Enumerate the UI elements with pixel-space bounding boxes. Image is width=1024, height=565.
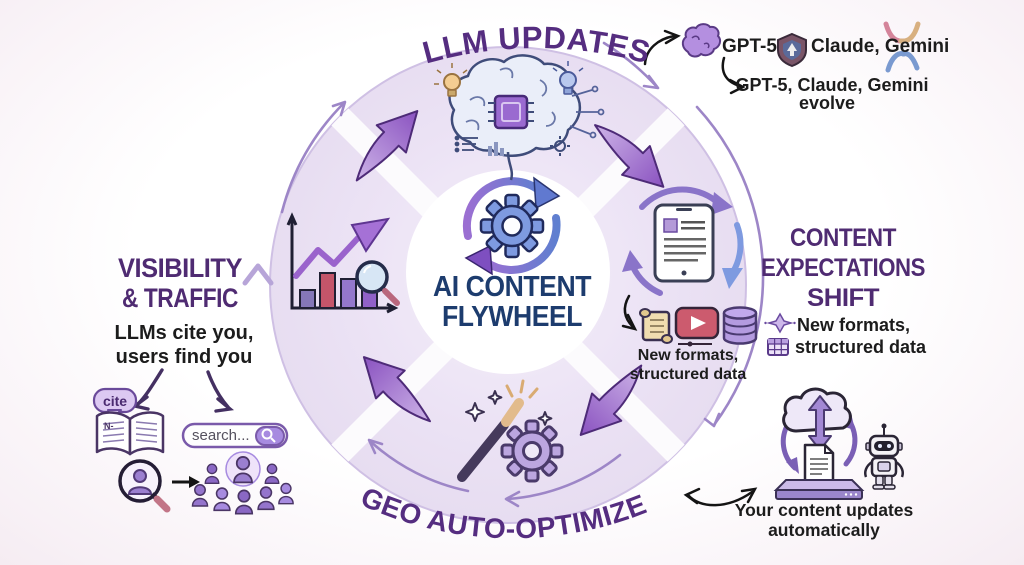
models-suffix: Claude, Gemini xyxy=(811,36,949,57)
flow-arrow-sw xyxy=(579,364,643,436)
chevron-up-icon xyxy=(242,263,274,286)
magic-wand-icon xyxy=(457,379,539,482)
video-icon xyxy=(674,306,720,347)
search-text: search... xyxy=(192,427,250,444)
brain-stem xyxy=(506,151,514,181)
robot-icon xyxy=(864,423,904,490)
outer-arc-arrows xyxy=(242,41,765,508)
visibility-note-line1: LLMs cite you, xyxy=(115,322,254,344)
scroll-icon xyxy=(639,308,673,344)
formats-note-line2: structured data xyxy=(630,366,747,383)
visibility-title-line1: VISIBILITY xyxy=(118,253,242,283)
crowd-icon xyxy=(191,451,294,515)
evolve-line2: evolve xyxy=(799,93,855,113)
cloud-sync-icon xyxy=(782,387,852,451)
arrow-right-icon xyxy=(172,476,200,488)
mini-gear-icon xyxy=(550,136,570,156)
search-bar xyxy=(181,422,289,449)
document-server-icon xyxy=(773,443,865,500)
table-bullet-icon xyxy=(767,338,789,356)
visibility-panel xyxy=(92,368,294,515)
shift-bullet2: structured data xyxy=(795,337,927,357)
auto-optimize-icon xyxy=(457,379,564,483)
sparkle-icons xyxy=(465,390,553,426)
list-doodle-icon xyxy=(454,135,478,153)
visibility-note-line2: users find you xyxy=(116,346,253,368)
visibility-title-line2: & TRAFFIC xyxy=(122,283,238,313)
auto-update-icon xyxy=(683,387,904,507)
open-book-icon xyxy=(95,411,165,456)
auto-update-line2: automatically xyxy=(768,520,880,540)
formats-note-line1: New formats, xyxy=(638,347,738,364)
sync-arrow-icon xyxy=(808,395,832,451)
circuit-traces xyxy=(569,85,605,139)
shift-title-line1: CONTENT xyxy=(790,224,896,252)
diamond-bullet-icon xyxy=(766,312,794,334)
models-prefix: GPT-5, xyxy=(722,36,782,57)
cite-label: cite xyxy=(103,393,127,409)
trend-arrow xyxy=(350,217,391,253)
growth-chart-icon xyxy=(286,212,400,314)
gear-icon-bottom xyxy=(500,419,564,483)
chip-icon xyxy=(493,94,529,130)
gear-icon xyxy=(479,193,545,259)
lightbulb-icon xyxy=(434,63,468,97)
book-marking: N- xyxy=(104,421,114,431)
center-title-line2: FLYWHEEL xyxy=(442,301,582,333)
tablet-icon xyxy=(653,203,715,283)
auto-update-line1: Your content updates xyxy=(735,500,914,520)
evolve-line1: GPT-5, Claude, Gemini xyxy=(735,75,928,95)
llm-models-callout: GPT-5, Claude, Gemini GPT-5, Claude, Gem… xyxy=(643,21,949,113)
brain-chip-icon xyxy=(434,54,605,181)
content-refresh-icon xyxy=(622,186,744,296)
magnifier-icon xyxy=(355,260,400,306)
flow-arrow-nw xyxy=(362,356,431,423)
shift-bullet1: New formats, xyxy=(797,315,910,335)
mini-bars-icon xyxy=(488,142,504,156)
gemini-icon xyxy=(883,21,921,73)
search-icon xyxy=(261,428,273,440)
lightbulb-blue-icon xyxy=(552,61,584,95)
flow-arrow-ne xyxy=(355,110,419,182)
shift-title-line3: SHIFT xyxy=(807,284,879,312)
center-title-line1: AI CONTENT xyxy=(433,271,592,303)
shield-icon xyxy=(777,32,807,68)
flow-arrow-se xyxy=(594,124,665,188)
shift-bullets: New formats, structured data xyxy=(764,312,927,357)
format-icons xyxy=(621,294,758,347)
user-magnifier-icon xyxy=(118,459,171,513)
brain-small-icon xyxy=(681,23,722,58)
flow-arrows xyxy=(355,110,665,436)
flywheel-gear-icon xyxy=(462,176,561,276)
shift-title-line2: EXPECTATIONS xyxy=(761,254,925,282)
database-icon xyxy=(722,306,758,345)
